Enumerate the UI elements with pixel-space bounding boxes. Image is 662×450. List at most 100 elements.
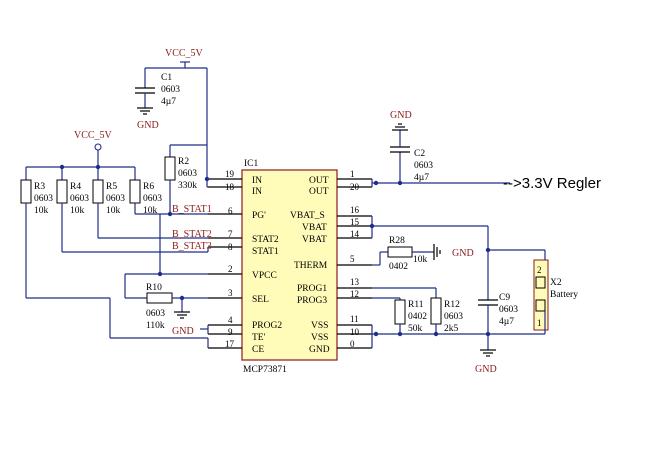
- svg-text:TE': TE': [252, 333, 266, 343]
- svg-text:IN: IN: [252, 187, 262, 197]
- r4-pkg: 0603: [70, 194, 89, 204]
- net-b-stat2: B_STAT2: [172, 229, 212, 240]
- svg-text:20: 20: [350, 182, 360, 192]
- r4-val: 10k: [70, 206, 85, 216]
- r28-val: 10k: [413, 255, 428, 265]
- svg-text:19: 19: [225, 169, 235, 179]
- c2-pkg: 0603: [414, 161, 433, 171]
- resistor-r4: [56, 167, 68, 204]
- r10-val: 110k: [146, 321, 165, 331]
- c1-pkg: 0603: [161, 85, 180, 95]
- r28-pkg: 0402: [389, 262, 408, 272]
- r12-val: 2k5: [444, 324, 459, 334]
- svg-text:7: 7: [228, 229, 233, 239]
- r5-ref: R5: [106, 182, 117, 192]
- x2-ref: X2: [550, 278, 562, 288]
- ic1-body: [241, 169, 338, 361]
- c9-val: 4µ7: [499, 317, 514, 327]
- c1-ref: C1: [161, 73, 172, 83]
- c2-val: 4µ7: [414, 173, 429, 183]
- capacitor-c2: [390, 146, 410, 153]
- svg-text:17: 17: [225, 339, 235, 349]
- net-gnd-r10: GND: [172, 326, 194, 337]
- svg-text:11: 11: [350, 314, 359, 324]
- svg-text:8: 8: [228, 242, 233, 252]
- svg-text:VPCC: VPCC: [252, 271, 277, 281]
- net-vcc-top: VCC_5V: [165, 48, 204, 59]
- r2-val: 330k: [178, 181, 197, 191]
- r6-ref: R6: [143, 182, 154, 192]
- r2-pkg: 0603: [178, 169, 197, 179]
- svg-text:PROG1: PROG1: [297, 284, 327, 294]
- r5-val: 10k: [106, 206, 121, 216]
- capacitor-c1: [135, 87, 155, 94]
- r10-ref: R10: [146, 283, 162, 293]
- svg-text:18: 18: [225, 182, 235, 192]
- r12-pkg: 0603: [444, 312, 463, 322]
- net-gnd-c2: GND: [390, 110, 412, 121]
- r3-pkg: 0603: [34, 194, 53, 204]
- net-regler: -->3.3V Regler: [503, 175, 601, 192]
- svg-text:VSS: VSS: [311, 333, 328, 343]
- ic1-right-pins: 1 OUT 20 OUT 16 VBAT_S 15 VBAT 14 VBAT 5…: [290, 169, 360, 355]
- svg-text:STAT2: STAT2: [252, 235, 279, 245]
- svg-text:9: 9: [228, 327, 233, 337]
- x2-pin1: 1: [537, 318, 542, 328]
- r6-val: 10k: [143, 206, 158, 216]
- r3-val: 10k: [34, 206, 49, 216]
- c9-ref: C9: [499, 293, 510, 303]
- gnd-symbol-c2: [392, 123, 408, 131]
- svg-text:SEL: SEL: [252, 295, 269, 305]
- c9-pkg: 0603: [499, 305, 518, 315]
- vcc-terminal: [94, 143, 102, 151]
- svg-text:VBAT: VBAT: [302, 235, 327, 245]
- svg-text:CE: CE: [252, 345, 264, 355]
- resistor-r5: [92, 167, 104, 204]
- net-b-stat3: B_STAT3: [172, 241, 212, 252]
- svg-text:VBAT: VBAT: [302, 223, 327, 233]
- r10-pkg: 0603: [146, 309, 165, 319]
- net-gnd-c1: GND: [137, 120, 159, 131]
- svg-text:PG': PG': [252, 211, 266, 221]
- gnd-symbol-c1: [137, 107, 153, 115]
- svg-text:15: 15: [350, 217, 360, 227]
- svg-text:0: 0: [350, 339, 355, 349]
- c1-val: 4µ7: [161, 97, 176, 107]
- svg-text:GND: GND: [309, 345, 330, 355]
- r6-pkg: 0603: [143, 194, 162, 204]
- svg-text:VBAT_S: VBAT_S: [290, 211, 325, 221]
- r4-ref: R4: [70, 182, 81, 192]
- c2-ref: C2: [414, 149, 425, 159]
- r11-pkg: 0402: [408, 312, 427, 322]
- net-b-stat1: B_STAT1: [172, 204, 212, 215]
- resistor-r12: [430, 297, 442, 325]
- svg-text:4: 4: [228, 315, 233, 325]
- svg-text:IN: IN: [252, 176, 262, 186]
- ic1-part: MCP73871: [243, 365, 287, 375]
- ic1-ref: IC1: [244, 159, 259, 169]
- svg-text:PROG3: PROG3: [297, 296, 327, 306]
- r28-ref: R28: [389, 236, 405, 246]
- resistor-r6: [129, 167, 141, 204]
- svg-text:OUT: OUT: [309, 187, 329, 197]
- svg-text:THERM: THERM: [294, 261, 328, 271]
- svg-text:12: 12: [350, 289, 359, 299]
- gnd-symbol-c9: [480, 349, 496, 357]
- svg-text:2: 2: [228, 264, 233, 274]
- x2-name: Battery: [550, 290, 578, 300]
- r12-ref: R12: [444, 300, 460, 310]
- gnd-symbol-r28: [433, 244, 441, 260]
- resistor-r10: [146, 292, 173, 304]
- r11-val: 50k: [408, 324, 423, 334]
- resistor-r3: [20, 167, 32, 204]
- net-vcc-left: VCC_5V: [74, 130, 113, 141]
- r5-pkg: 0603: [106, 194, 125, 204]
- r2-ref: R2: [178, 157, 189, 167]
- svg-text:3: 3: [228, 288, 233, 298]
- net-gnd-r28: GND: [452, 248, 474, 259]
- r3-ref: R3: [34, 182, 45, 192]
- capacitor-c9: [478, 299, 498, 306]
- junction: [204, 176, 210, 182]
- svg-text:OUT: OUT: [309, 176, 329, 186]
- ic1-left-pin-wires: [208, 178, 242, 349]
